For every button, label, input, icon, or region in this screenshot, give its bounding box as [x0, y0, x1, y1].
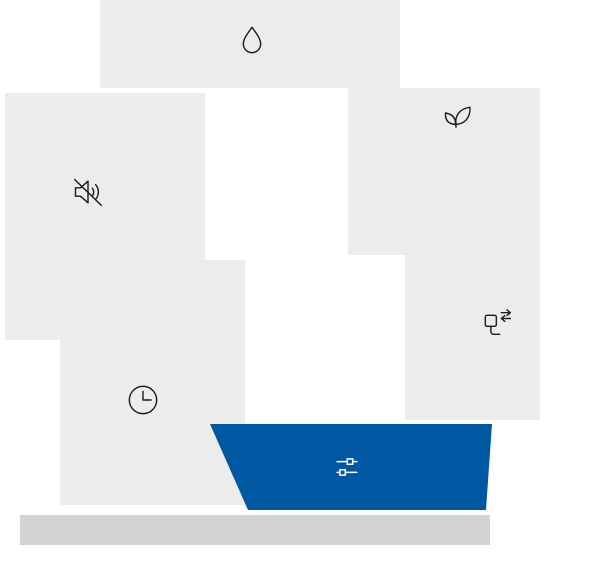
- tile-water-panel: [100, 0, 400, 88]
- speaker-muted-icon: [64, 168, 112, 216]
- floor-bar: [20, 515, 490, 545]
- tile-connection-panel: [405, 155, 540, 420]
- hose-connection-icon: [473, 298, 521, 346]
- sliders-icon: [323, 443, 371, 491]
- clock-icon: [119, 376, 167, 424]
- water-drop-icon: [228, 18, 276, 66]
- leaf-icon: [431, 88, 479, 136]
- tile-settings-drawer[interactable]: [210, 424, 492, 510]
- tile-timer-panel: [60, 260, 245, 505]
